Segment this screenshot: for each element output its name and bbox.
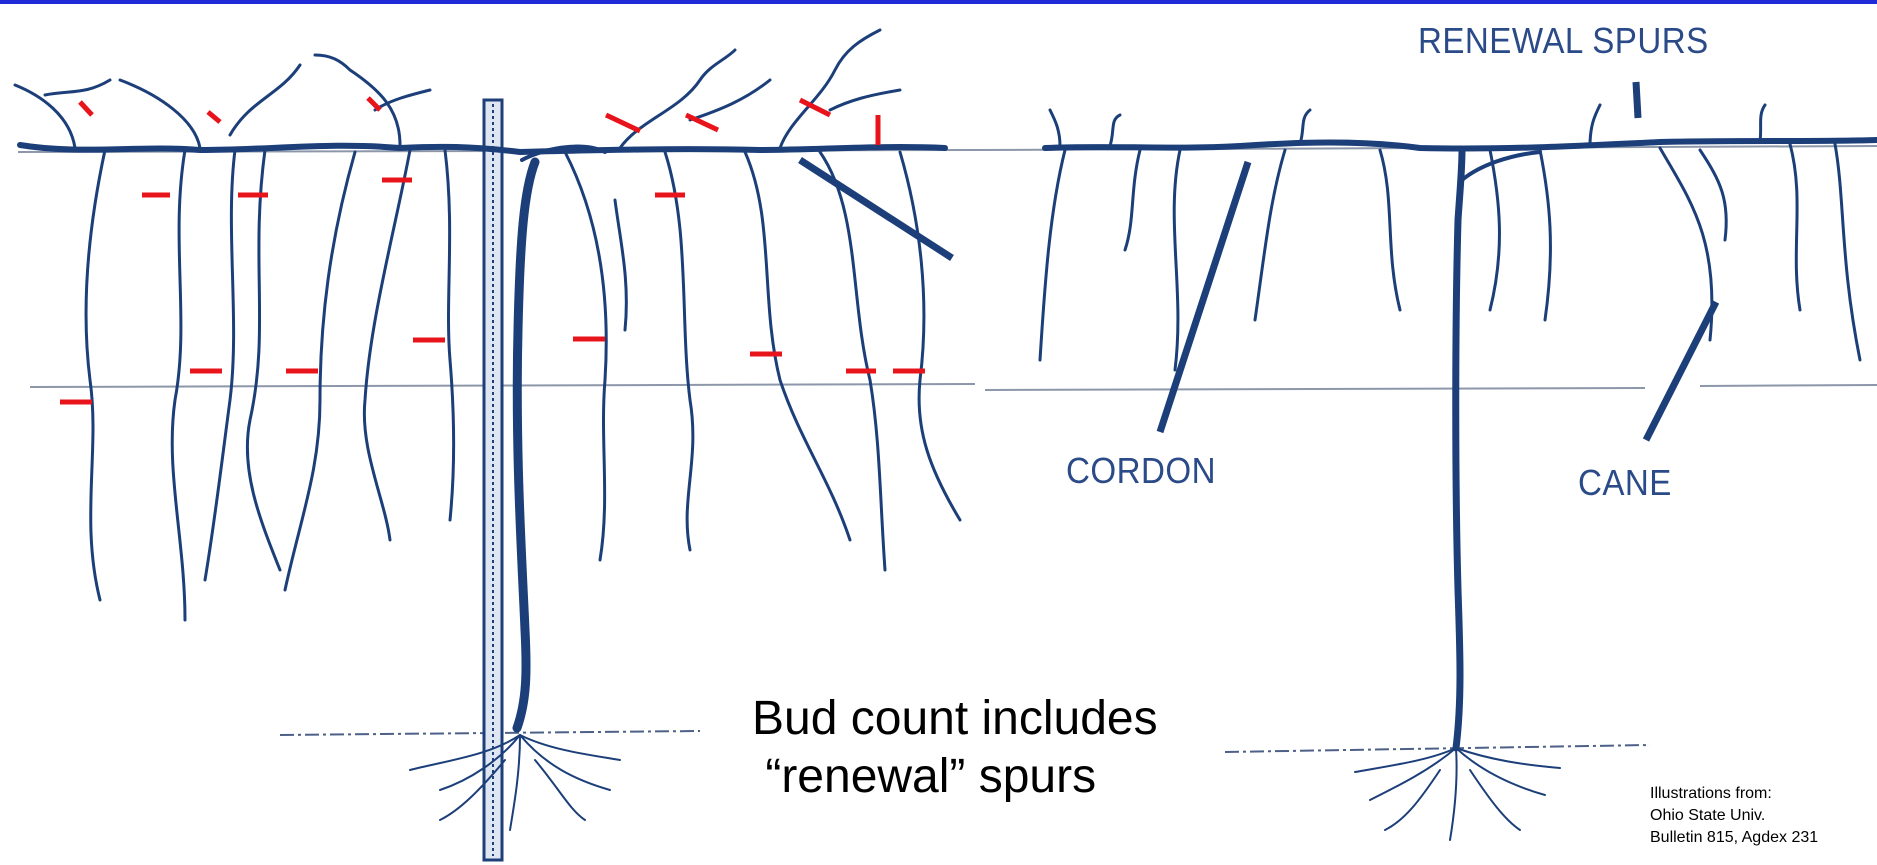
roots-left	[410, 735, 620, 830]
ground-line-right	[1225, 745, 1650, 752]
illustration-credit: Illustrations from: Ohio State Univ. Bul…	[1650, 783, 1818, 849]
lower-trellis-wire-right	[985, 388, 1645, 390]
trunk-left	[517, 162, 535, 728]
renewal-spurs-label: RENEWAL SPURS	[1418, 20, 1709, 62]
roots-right	[1355, 748, 1560, 840]
cane-pointer	[1646, 302, 1716, 440]
caption-line-2: “renewal” spurs	[752, 748, 1158, 806]
renewal-spurs-pointer	[1636, 82, 1638, 118]
cane-pointer-left	[800, 160, 952, 258]
cordon-label: CORDON	[1066, 450, 1216, 492]
bud-count-caption: Bud count includes “renewal” spurs	[752, 690, 1158, 806]
credit-line-1: Illustrations from:	[1650, 783, 1818, 805]
trunk-right	[1456, 150, 1462, 748]
cordon-left	[20, 145, 945, 152]
credit-line-3: Bulletin 815, Agdex 231	[1650, 827, 1818, 849]
caption-line-1: Bud count includes	[752, 690, 1158, 748]
cane-label: CANE	[1578, 462, 1672, 504]
credit-line-2: Ohio State Univ.	[1650, 805, 1818, 827]
cane-left-1	[86, 150, 105, 600]
